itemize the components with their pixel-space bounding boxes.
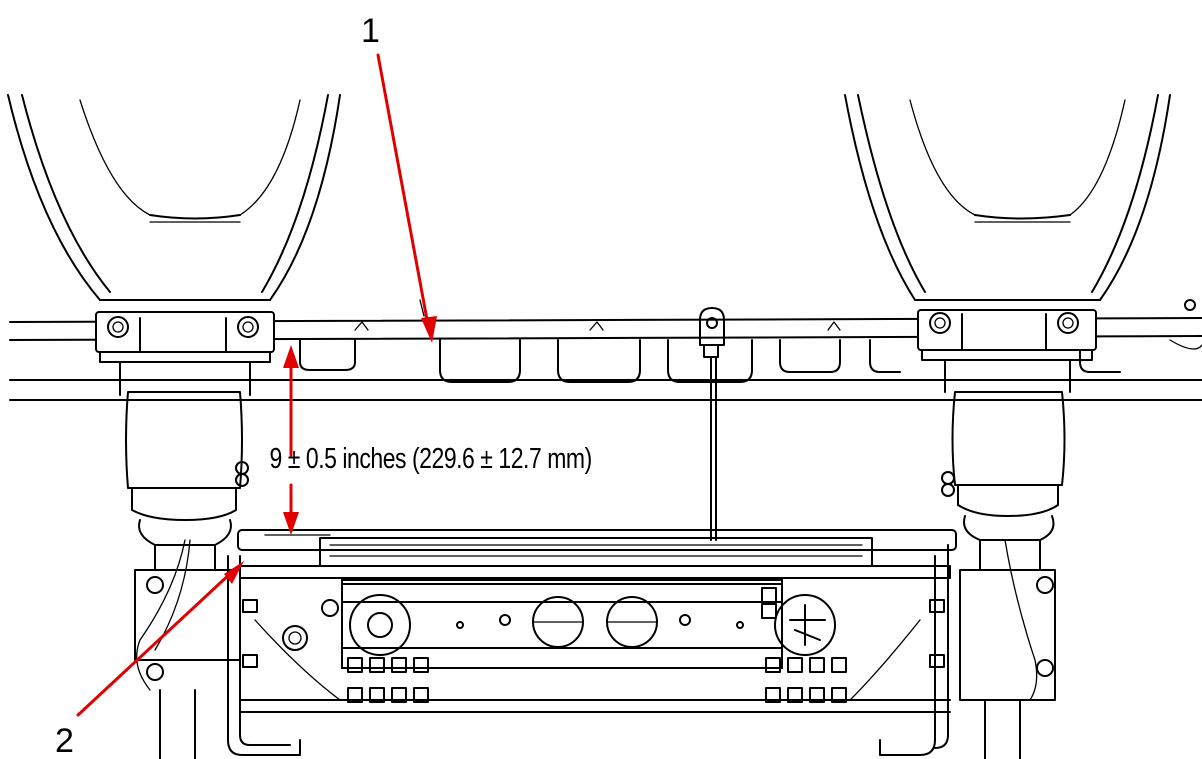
right-air-spring-assembly bbox=[917, 309, 1097, 759]
height-sensor bbox=[699, 307, 725, 541]
callout-1-leader bbox=[376, 53, 437, 343]
ride-height-dimension-arrow bbox=[264, 345, 331, 536]
dimension-label: 9 ± 0.5 inches (229.6 ± 12.7 mm) bbox=[270, 442, 592, 475]
bolt-stack-right bbox=[765, 657, 847, 703]
left-tire bbox=[7, 94, 341, 301]
callout-2-label: 2 bbox=[55, 722, 74, 759]
axle-cross-beam bbox=[227, 529, 957, 756]
callout-2-leader bbox=[76, 561, 244, 717]
bolt-stack-left bbox=[347, 587, 777, 703]
right-tire bbox=[844, 94, 1171, 301]
left-air-spring-assembly bbox=[95, 311, 275, 759]
callout-1-label: 1 bbox=[361, 12, 380, 50]
